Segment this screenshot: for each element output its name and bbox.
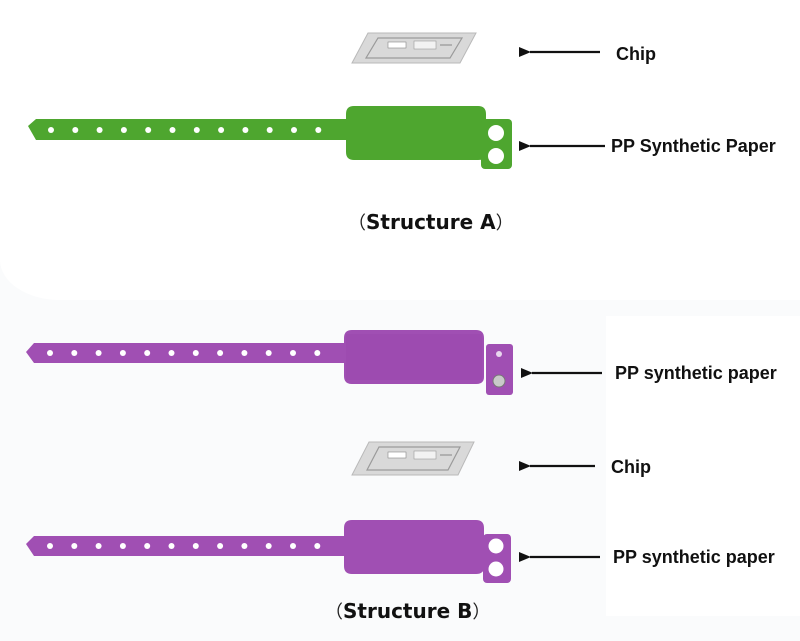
label-pp-paper-b-top: PP synthetic paper — [615, 363, 777, 383]
strap-hole — [314, 350, 321, 356]
green-wristband-a — [28, 106, 512, 169]
caption-structure-b-text: Structure B — [343, 599, 473, 623]
chip-a-inlay — [351, 32, 477, 64]
strap-hole — [71, 543, 78, 549]
strap-hole — [144, 543, 151, 549]
open-paren: （ — [348, 213, 366, 234]
strap-hole — [144, 350, 151, 356]
strap-hole — [192, 543, 199, 549]
strap-hole — [242, 127, 249, 133]
strap-hole — [218, 127, 225, 133]
strap-hole — [217, 350, 224, 356]
strap-hole — [47, 543, 53, 549]
label-pp-paper-b-bottom: PP synthetic paper — [613, 547, 775, 567]
caption-structure-a-text: Structure A — [366, 210, 496, 234]
strap-hole — [71, 350, 78, 356]
chip-b-inlay — [351, 441, 475, 476]
strap-hole — [265, 350, 272, 356]
strap-hole — [96, 127, 103, 133]
purple-wristband-b-top — [26, 330, 513, 395]
strap-hole — [120, 127, 127, 133]
strap-hole — [291, 127, 297, 133]
strap-hole — [95, 543, 102, 549]
strap-hole — [119, 350, 126, 356]
purple-wristband-b-bottom — [26, 520, 511, 583]
strap-hole — [266, 127, 273, 133]
strap-hole — [47, 350, 53, 356]
label-chip-a: Chip — [616, 44, 656, 64]
label-panel — [606, 316, 800, 616]
strap-hole — [168, 543, 175, 549]
strap-hole — [119, 543, 126, 549]
strap-hole — [168, 350, 175, 356]
strap-hole — [217, 543, 224, 549]
strap-hole — [169, 127, 176, 133]
strap-hole — [192, 350, 199, 356]
strap-hole — [241, 543, 248, 549]
label-pp-paper-a: PP Synthetic Paper — [611, 136, 776, 156]
strap-hole — [265, 543, 272, 549]
strap-hole — [315, 127, 322, 133]
caption-structure-a: （Structure A） — [348, 209, 514, 235]
strap-hole — [314, 543, 321, 549]
strap-hole — [145, 127, 152, 133]
strap-hole — [290, 543, 296, 549]
label-chip-b: Chip — [611, 457, 651, 477]
close-paren: ） — [495, 213, 514, 234]
strap-hole — [241, 350, 248, 356]
strap-hole — [72, 127, 79, 133]
strap-hole — [193, 127, 200, 133]
strap-hole — [95, 350, 102, 356]
strap-hole — [290, 350, 296, 356]
close-paren: ） — [472, 602, 491, 623]
strap-hole — [48, 127, 54, 133]
open-paren: （ — [325, 602, 343, 623]
caption-structure-b: （Structure B） — [325, 598, 490, 624]
